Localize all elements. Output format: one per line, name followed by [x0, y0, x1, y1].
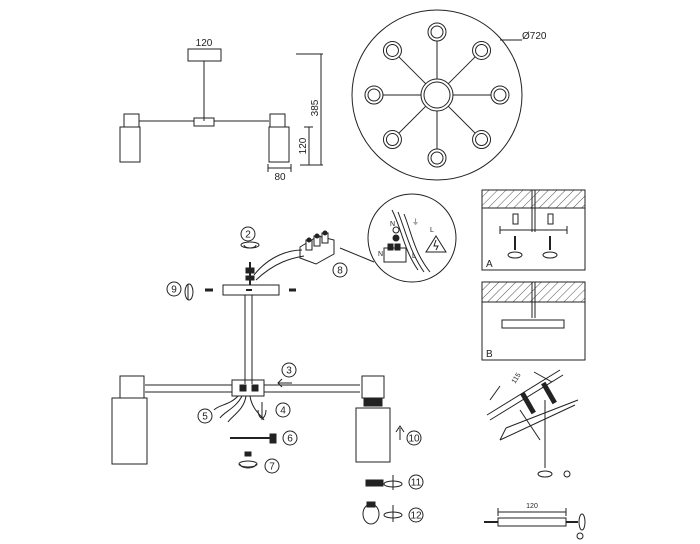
step-callout-6: 6 [282, 430, 298, 446]
step-number: 2 [245, 230, 251, 241]
shade-height-label: 120 [298, 137, 309, 154]
step-callout-11: 11 [408, 474, 424, 490]
shade-position [364, 85, 384, 105]
ceiling-panel-b: B [481, 281, 586, 361]
wire-label-neutral-2: N [378, 251, 383, 258]
step-callout-2: 2 [240, 226, 256, 242]
wire-label-neutral: N [390, 221, 395, 228]
step-callout-7: 7 [264, 458, 280, 474]
step-callout-8: 8 [332, 262, 348, 278]
step-number: 4 [280, 406, 286, 417]
shade-positions [364, 22, 510, 168]
step-number: 9 [171, 285, 177, 296]
spoke-arm [398, 56, 427, 85]
step-number: 8 [337, 266, 343, 277]
step-callout-12: 12 [408, 507, 424, 523]
step-number: 3 [286, 366, 292, 377]
shade-position [382, 40, 402, 60]
wiring-detail: N ⏚ L N L [339, 193, 457, 283]
assembly-left-shade [111, 375, 148, 465]
step-number: 5 [202, 412, 208, 423]
mount-plate-detail: 120 [484, 503, 586, 540]
span-diameter-label: Ø720 [522, 31, 547, 42]
shade-position [427, 148, 447, 168]
step-callout-4: 4 [275, 402, 291, 418]
ceiling-panel-a: A [481, 189, 586, 271]
panel-b-label: B [486, 349, 493, 360]
shade-position [490, 85, 510, 105]
canopy [187, 48, 222, 62]
right-shade [268, 113, 290, 163]
spoke-arm [447, 56, 476, 85]
terminal-block [299, 230, 335, 265]
canopy-width-label: 120 [196, 38, 213, 49]
spoke-arms [383, 41, 491, 149]
step-number: 7 [269, 462, 275, 473]
assembly-right-shade [355, 375, 391, 463]
spoke-arm [447, 105, 476, 134]
step-callouts: 2 3 4 5 6 7 8 9 10 11 12 [166, 226, 424, 523]
shade-position [382, 130, 402, 150]
step-number: 10 [408, 434, 420, 445]
shade-position [472, 130, 492, 150]
spoke-arm [398, 105, 427, 134]
center-hub [420, 78, 454, 112]
step-callout-10: 10 [406, 430, 422, 446]
step-callout-5: 5 [197, 408, 213, 424]
step-callout-3: 3 [281, 362, 297, 378]
step-callout-9: 9 [166, 281, 182, 297]
step-number: 6 [287, 434, 293, 445]
wire-label-live-2: L [412, 253, 416, 260]
panel-a-label: A [486, 259, 493, 270]
span-circle [351, 9, 523, 181]
step-number: 11 [411, 478, 422, 489]
assembly-hub [231, 379, 265, 397]
hub [193, 117, 215, 127]
mount-plate-width-label: 120 [526, 503, 538, 510]
left-shade [119, 113, 141, 163]
assembly-view [111, 230, 405, 525]
shade-width-label: 80 [274, 172, 286, 183]
top-plan-view: Ø720 [351, 9, 547, 181]
shade-position [427, 22, 447, 42]
high-voltage-icon [425, 235, 447, 253]
wire-label-live: L [430, 227, 434, 234]
step-number: 12 [410, 511, 422, 522]
shade-position [472, 40, 492, 60]
bracket-mounting-detail: 115 [486, 369, 579, 478]
total-height-label: 385 [310, 99, 321, 116]
wire-label-earth: ⏚ [412, 218, 419, 226]
front-elevation-view: 120 80 385 120 [119, 38, 323, 183]
bracket-length-label: 115 [511, 372, 523, 385]
